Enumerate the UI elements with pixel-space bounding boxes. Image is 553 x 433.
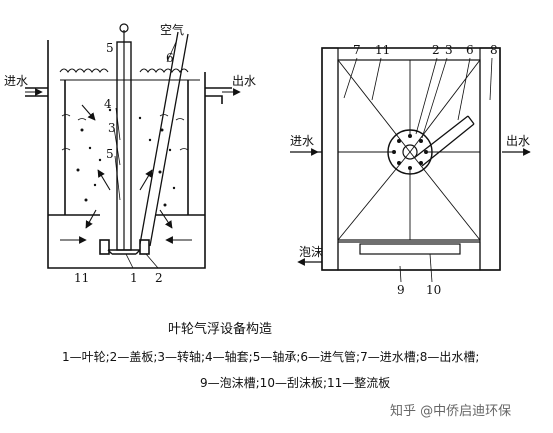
legend-line-2: 9—泡沫槽;10—刮沫板;11—整流板 (200, 376, 391, 390)
figure-title: 叶轮气浮设备构造 (168, 322, 273, 337)
left-air-label: 空气 (160, 22, 184, 37)
left-callout-4: 4 (104, 97, 112, 111)
bearing-top (119, 23, 129, 33)
bubbles (76, 108, 176, 207)
left-callout-1: 1 (130, 271, 138, 285)
tank-wall-left (47, 40, 206, 269)
right-callout-3: 3 (445, 43, 453, 57)
right-callout-6: 6 (466, 43, 474, 57)
right-callout-9: 9 (397, 283, 405, 297)
impeller (107, 249, 141, 255)
air-pipe (139, 31, 189, 247)
scraper-plate (359, 243, 461, 255)
right-froth-label: 泡沫 (299, 245, 323, 259)
inner-baffle (64, 80, 189, 216)
right-plan-view (290, 47, 531, 283)
left-callout-5-top: 5 (106, 41, 114, 55)
right-callout-8: 8 (490, 43, 498, 57)
right-callout-2: 2 (432, 43, 440, 57)
left-callout-11: 11 (74, 271, 89, 285)
right-inlet-label: 进水 (290, 134, 314, 148)
froth-trough (337, 241, 481, 271)
froth-layer (59, 68, 189, 73)
outlet-channel (205, 87, 232, 104)
impeller-disk (387, 129, 433, 175)
left-callout-2: 2 (155, 271, 163, 285)
left-callout-5-mid: 5 (106, 147, 114, 161)
left-cross-section (25, 23, 241, 269)
inlet-channel (321, 47, 339, 271)
inlet-pipe (25, 87, 48, 97)
right-callout-10: 10 (426, 283, 441, 297)
watermark: 知乎 @中侨启迪环保 (390, 404, 512, 419)
right-callout-7: 7 (353, 43, 361, 57)
left-callout-3: 3 (108, 121, 116, 135)
outlet-channel-plan (479, 47, 501, 271)
legend-line-1: 1—叶轮;2—盖板;3—转轴;4—轴套;5—轴承;6—进气管;7—进水槽;8—出… (62, 350, 480, 364)
left-inlet-label: 进水 (4, 74, 28, 88)
left-outlet-label: 出水 (232, 74, 256, 88)
right-callout-11: 11 (375, 43, 390, 57)
air-pipe-plan (413, 115, 475, 167)
inner-chamber (337, 59, 481, 241)
right-outlet-label: 出水 (506, 134, 530, 148)
left-callout-6: 6 (166, 51, 174, 65)
